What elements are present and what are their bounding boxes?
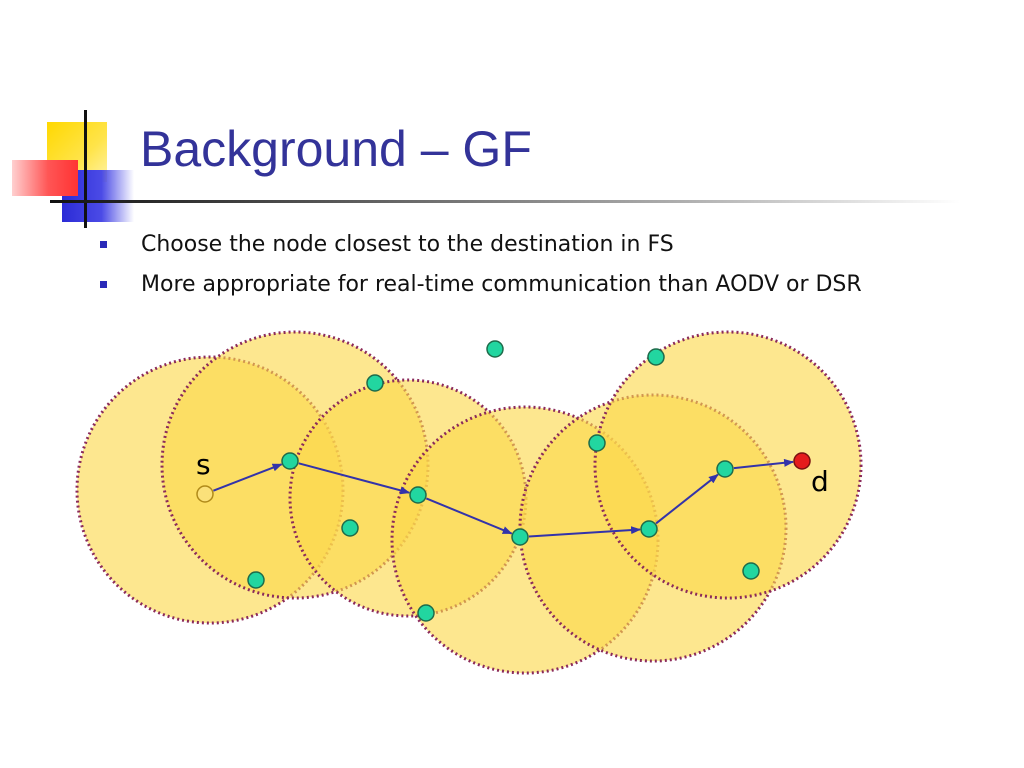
sensor-node [716,460,734,478]
bullet-text: More appropriate for real-time communica… [141,271,862,297]
forwarding-arrow [733,458,795,470]
sensor-node [417,604,435,622]
sensor-node [588,434,606,452]
forwarding-arrow [655,473,719,525]
destination-node [793,452,811,470]
sensor-node [409,486,427,504]
destination-label: d [811,465,829,498]
bullet-square-icon [100,280,107,288]
source-node [196,485,214,503]
forwarding-arrow [213,463,283,492]
bullet-square-icon [100,240,107,248]
forwarding-arrow [425,497,513,535]
forwarding-arrow [528,526,642,538]
sensor-node [281,452,299,470]
bullet-list: Choose the node closest to the destinati… [100,224,862,304]
sensor-node [366,374,384,392]
sensor-node [247,571,265,589]
transmission-ranges [75,330,863,675]
sensor-nodes [196,340,811,622]
bullet-item: More appropriate for real-time communica… [100,264,862,304]
sensor-node [742,562,760,580]
sensor-node [511,528,529,546]
sensor-node [486,340,504,358]
bullet-item: Choose the node closest to the destinati… [100,224,862,264]
forwarding-arrow [298,462,411,495]
sensor-node [341,519,359,537]
decor-vertical-line [84,110,87,228]
title-underline [50,200,960,203]
decor-red-square [12,160,78,196]
bullet-text: Choose the node closest to the destinati… [141,231,674,257]
sensor-node [640,520,658,538]
source-label: s [196,448,211,481]
slide-title: Background – GF [140,121,532,177]
sensor-node [647,348,665,366]
forwarding-path [213,458,795,538]
